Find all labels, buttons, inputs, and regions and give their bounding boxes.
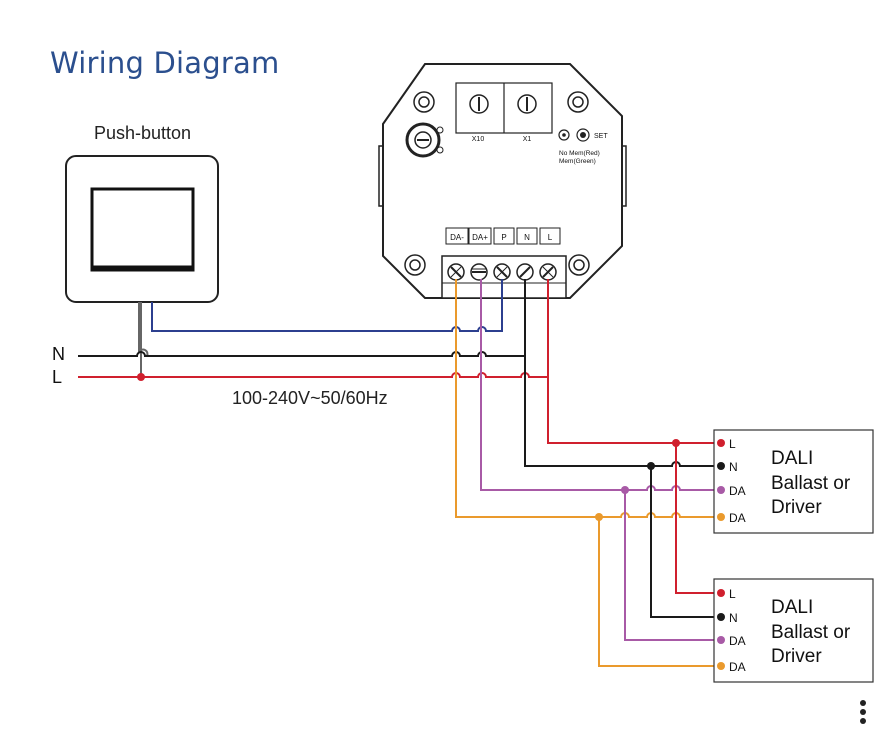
more-options-icon[interactable] bbox=[858, 700, 868, 730]
screw-icon bbox=[447, 263, 465, 281]
screw-icon bbox=[539, 263, 557, 281]
neutral-line-label: N bbox=[52, 344, 65, 364]
wire-da-plus bbox=[480, 279, 718, 491]
wire-live-branch bbox=[675, 443, 718, 594]
screw-icon bbox=[493, 263, 511, 281]
dali-driver-1: L N DA DA DALI Ballast or Driver bbox=[713, 429, 874, 534]
driver-1-name-line-1: DALI bbox=[771, 448, 813, 469]
junction-dot bbox=[621, 486, 629, 494]
screw-icon bbox=[516, 263, 534, 281]
driver-2-pin-l: L bbox=[729, 587, 736, 601]
driver-1-pin-da1: DA bbox=[729, 484, 746, 498]
wire-neutral-branch bbox=[650, 466, 718, 618]
driver-1-pin-l: L bbox=[729, 437, 736, 451]
page-title: Wiring Diagram bbox=[50, 46, 280, 80]
wire-da-plus-branch bbox=[624, 490, 718, 641]
mem-label: Mem(Green) bbox=[559, 158, 596, 165]
push-button-label: Push-button bbox=[94, 123, 192, 143]
driver-2-name-line-3: Driver bbox=[771, 646, 822, 667]
wire-push-signal bbox=[151, 279, 503, 332]
set-button-icon[interactable] bbox=[576, 128, 590, 142]
driver-2-pin-da1: DA bbox=[729, 634, 746, 648]
rotary-switch-x1-icon[interactable] bbox=[517, 94, 537, 114]
junction-dot bbox=[647, 462, 655, 470]
driver-1-name-line-2: Ballast or bbox=[771, 473, 851, 494]
terminal-label-l: L bbox=[548, 233, 553, 242]
no-mem-label: No Mem(Red) bbox=[559, 150, 600, 157]
mounting-hole-icon bbox=[568, 254, 590, 276]
terminal-labels: DA- DA+ P N L bbox=[445, 227, 561, 245]
dial-x1-label: X1 bbox=[523, 136, 532, 143]
wire-neutral-output bbox=[524, 279, 718, 467]
terminal-screws bbox=[447, 263, 557, 281]
mounting-hole-icon bbox=[567, 91, 589, 113]
junction-dot bbox=[137, 373, 145, 381]
wire-live-supply bbox=[78, 372, 548, 378]
dimmer-knob-icon[interactable] bbox=[405, 122, 444, 158]
terminal-label-da-minus: DA- bbox=[450, 233, 464, 242]
driver-1-name-line-3: Driver bbox=[771, 497, 822, 518]
wire-da-minus bbox=[455, 279, 718, 518]
wire-neutral-supply bbox=[78, 351, 525, 357]
mounting-hole-icon bbox=[404, 254, 426, 276]
dali-driver-2: L N DA DA DALI Ballast or Driver bbox=[713, 578, 874, 683]
driver-1-pin-n: N bbox=[729, 460, 738, 474]
driver-2-pin-n: N bbox=[729, 611, 738, 625]
set-label: SET bbox=[594, 133, 608, 140]
driver-2-name-line-2: Ballast or bbox=[771, 622, 851, 643]
terminal-label-n: N bbox=[524, 233, 530, 242]
dial-x10-label: X10 bbox=[472, 136, 485, 143]
status-led-icon bbox=[558, 129, 570, 141]
terminal-label-p: P bbox=[501, 233, 506, 242]
rotary-switch-x10-icon[interactable] bbox=[469, 94, 489, 114]
wire-da-minus-branch bbox=[598, 517, 718, 667]
mounting-hole-icon bbox=[413, 91, 435, 113]
supply-voltage-label: 100-240V~50/60Hz bbox=[232, 388, 388, 408]
driver-2-name-line-1: DALI bbox=[771, 597, 813, 618]
screw-icon bbox=[470, 263, 488, 281]
driver-2-pin-da2: DA bbox=[729, 660, 746, 674]
wire-live-output bbox=[547, 279, 718, 444]
push-button bbox=[65, 155, 219, 303]
terminal-label-da-plus: DA+ bbox=[472, 233, 488, 242]
junction-dot bbox=[595, 513, 603, 521]
live-line-label: L bbox=[52, 367, 63, 387]
driver-1-pin-da2: DA bbox=[729, 511, 746, 525]
dali-controller: X10 X1 SET No Mem(Red) Mem(Green) DA- DA… bbox=[378, 63, 627, 299]
junction-dot bbox=[672, 439, 680, 447]
